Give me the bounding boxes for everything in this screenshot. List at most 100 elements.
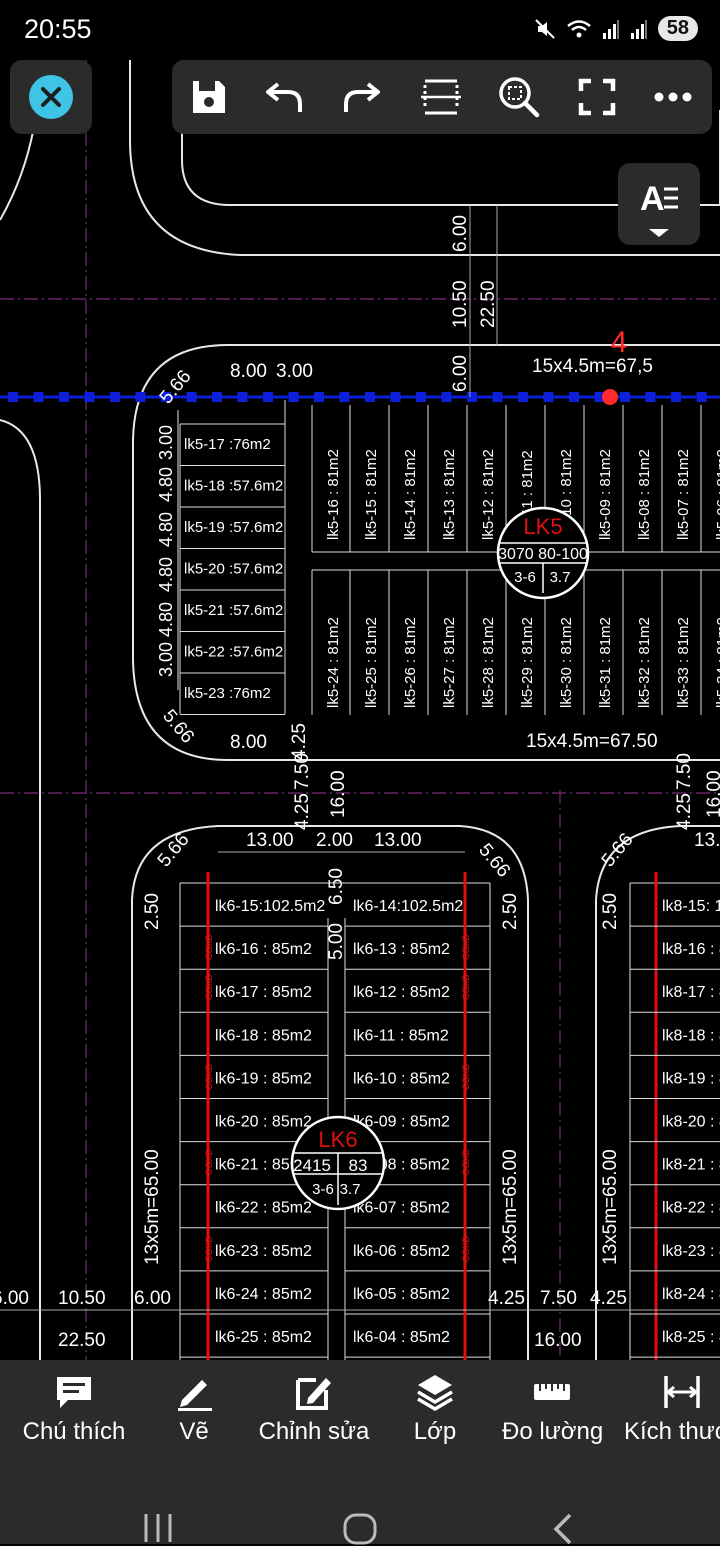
blue-axis-marker <box>594 392 605 402</box>
lk5-side-dim: 3.00 <box>156 425 176 460</box>
lk5-label-circle <box>496 506 590 600</box>
lk5-left-lot: lk5-19 :57.6m2 <box>184 519 283 536</box>
lk5-label: LK5 <box>523 514 562 539</box>
lk6-circle-left: 2415 <box>293 1156 331 1175</box>
lk6-right-lot: lk6-10 : 85m2 <box>353 1070 450 1087</box>
cgxd-label: CGXD <box>204 973 214 1000</box>
lk8-lot: lk8-15: 1 <box>662 898 720 915</box>
lk6-left-lot: lk6-25 : 85m2 <box>215 1329 312 1346</box>
undo-button[interactable] <box>260 72 310 122</box>
lk5-bottom-lot: lk5-31 : 81m2 <box>597 617 614 708</box>
redo-icon <box>344 82 380 112</box>
lk6-long-dim: 13x5m=65.00 <box>500 1149 521 1265</box>
edit-icon <box>296 1378 331 1410</box>
dim-bottom: 4.25 <box>590 1288 627 1309</box>
lk5-top-lot: lk5-08 : 81m2 <box>636 449 653 540</box>
comment-icon <box>57 1377 91 1408</box>
blue-axis-marker <box>314 392 324 402</box>
save-icon <box>193 81 225 113</box>
menu-edit[interactable]: Chỉnh sửa <box>258 1360 370 1460</box>
blue-axis-marker <box>161 392 171 402</box>
lk6-side-dim: 2.50 <box>500 893 521 930</box>
lk6-right-lot: lk6-11 : 85m2 <box>353 1027 449 1044</box>
lk8-lot: lk8-22 : 8 <box>662 1200 720 1217</box>
lk5-bottom-right-dim: 15x4.5m=67.50 <box>526 731 658 752</box>
text-style-icon: A <box>640 180 678 237</box>
lk5-top-lot: lk5-12 : 81m2 <box>480 449 497 540</box>
menu-draw[interactable]: Vẽ <box>164 1360 224 1460</box>
wifi-icon <box>566 19 591 37</box>
dim-top-6b: 6.00 <box>450 355 471 392</box>
lk6-top-dim: 2.00 <box>316 830 353 851</box>
text-style-button[interactable]: A <box>618 163 700 245</box>
undo-icon <box>266 82 302 112</box>
menu-annotate[interactable]: Chú thích <box>14 1360 134 1460</box>
lk6-vert-dim: 5.00 <box>326 923 347 960</box>
blue-axis-marker <box>390 392 401 402</box>
lk6-left-lot: lk6-18 : 85m2 <box>215 1027 312 1044</box>
select-area-icon <box>421 79 461 115</box>
lk6-right-lot: lk6-09 : 85m2 <box>353 1114 450 1131</box>
blue-axis-marker <box>441 392 452 402</box>
close-button[interactable] <box>10 60 92 134</box>
back-icon[interactable] <box>548 1512 576 1546</box>
pen-icon <box>178 1380 212 1411</box>
blue-axis-marker <box>110 392 120 402</box>
blue-axis-marker <box>696 392 707 402</box>
signal-icon-2 <box>630 19 647 39</box>
menu-dimension[interactable]: Kích thướ <box>624 1360 720 1460</box>
lk8-lot: lk8-20 : 8 <box>662 1114 720 1131</box>
more-icon <box>654 92 692 102</box>
lk5-side-dim: 3.00 <box>156 642 176 677</box>
dim-top-22-50: 22.50 <box>478 280 499 328</box>
lk8-lot: lk8-25 : 8 <box>662 1329 720 1346</box>
menu-layers[interactable]: Lớp <box>404 1360 466 1460</box>
blue-axis-marker <box>671 392 681 402</box>
lk5-dim: 4.25 <box>289 723 310 760</box>
lk6-right-lot: lk6-04 : 85m2 <box>353 1329 450 1346</box>
zoom-extent-icon <box>499 77 540 118</box>
blue-axis-marker <box>8 392 18 402</box>
zoom-extent-button[interactable] <box>494 72 544 122</box>
lk6-left-lot: lk6-20 : 85m2 <box>215 1114 312 1131</box>
blue-axis-marker <box>467 392 477 402</box>
dim-bottom: 22.50 <box>58 1330 106 1351</box>
dim-bottom: 6.00 <box>134 1288 171 1309</box>
lk5-left-lot: lk5-23 :76m2 <box>184 685 271 702</box>
save-button[interactable] <box>184 72 234 122</box>
more-button[interactable] <box>648 72 698 122</box>
blue-axis-marker <box>339 392 350 402</box>
lk6-top-dim: 13.00 <box>246 830 294 851</box>
blue-axis-marker <box>237 392 248 402</box>
mute-icon <box>535 18 555 39</box>
lk5-left-lot: lk5-22 :57.6m2 <box>184 644 283 661</box>
lk8-lot: lk8-18 : 8 <box>662 1027 720 1044</box>
recents-icon[interactable] <box>140 1512 176 1544</box>
lk6-right-lot: lk6-07 : 85m2 <box>353 1200 450 1217</box>
lk5-side-dim: 4.80 <box>156 557 176 592</box>
redo-button[interactable] <box>336 72 386 122</box>
blue-axis-marker <box>416 392 426 402</box>
cgxd-label: CGXD <box>461 1063 471 1090</box>
layers-icon <box>417 1375 453 1412</box>
cgxd-label: CGXD <box>461 1148 471 1175</box>
status-time: 20:55 <box>24 14 92 44</box>
dim-mid: 16.00 <box>328 770 349 818</box>
lk5-top-lot: lk5-13 : 81m2 <box>441 449 458 540</box>
select-area-button[interactable] <box>416 72 466 122</box>
cgxd-label: CGXD <box>461 973 471 1000</box>
blue-axis-marker <box>263 392 273 402</box>
lk6-circle-sub: 3-6 <box>312 1181 334 1198</box>
lk5-dim: 3.00 <box>276 361 313 382</box>
lk8-lot: lk8-23 : 8 <box>662 1243 720 1260</box>
menu-measure[interactable]: Đo lường <box>502 1360 603 1460</box>
fullscreen-button[interactable] <box>572 72 622 122</box>
lk6-left-lot: lk6-23 : 85m2 <box>215 1243 312 1260</box>
home-icon[interactable] <box>342 1512 378 1546</box>
menu-edit-label: Chỉnh sửa <box>258 1418 370 1445</box>
blue-axis-marker <box>84 392 95 402</box>
lk6-circle-right: 83 <box>349 1156 368 1175</box>
lk6-right-lot: lk6-06 : 85m2 <box>353 1243 450 1260</box>
blue-axis-marker <box>543 392 554 402</box>
